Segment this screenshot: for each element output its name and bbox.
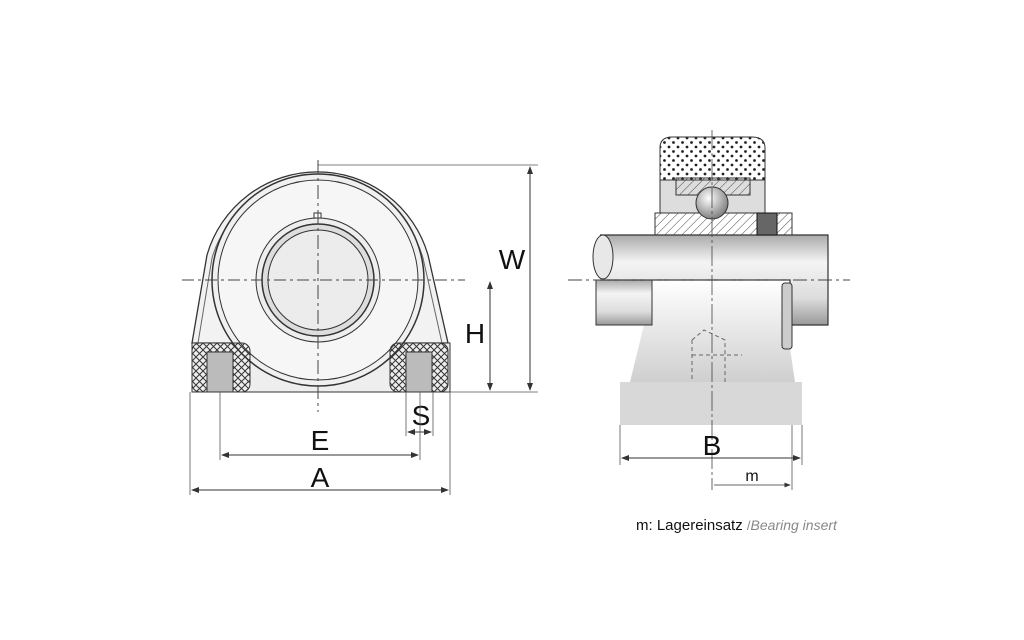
dim-label-m: m: [745, 468, 758, 485]
caption-key: m: Lagereinsatz: [636, 517, 743, 534]
side-view: B m: [568, 130, 850, 490]
foot-right: [389, 342, 449, 393]
dim-label-b: B: [703, 430, 722, 461]
dim-label-h: H: [465, 318, 485, 349]
pedestal: [630, 280, 795, 382]
front-view: W H S E A: [182, 160, 538, 495]
dim-label-e: E: [311, 425, 330, 456]
set-screw: [756, 212, 778, 236]
caption-translation: Bearing insert: [750, 517, 837, 533]
caption-separator: /: [746, 518, 751, 533]
foot-left: [191, 342, 251, 393]
caption: m: Lagereinsatz /Bearing insert: [636, 517, 837, 534]
dim-label-w: W: [499, 244, 526, 275]
base-plate: [620, 382, 802, 425]
dim-label-s: S: [412, 400, 431, 431]
dim-label-a: A: [311, 462, 330, 493]
